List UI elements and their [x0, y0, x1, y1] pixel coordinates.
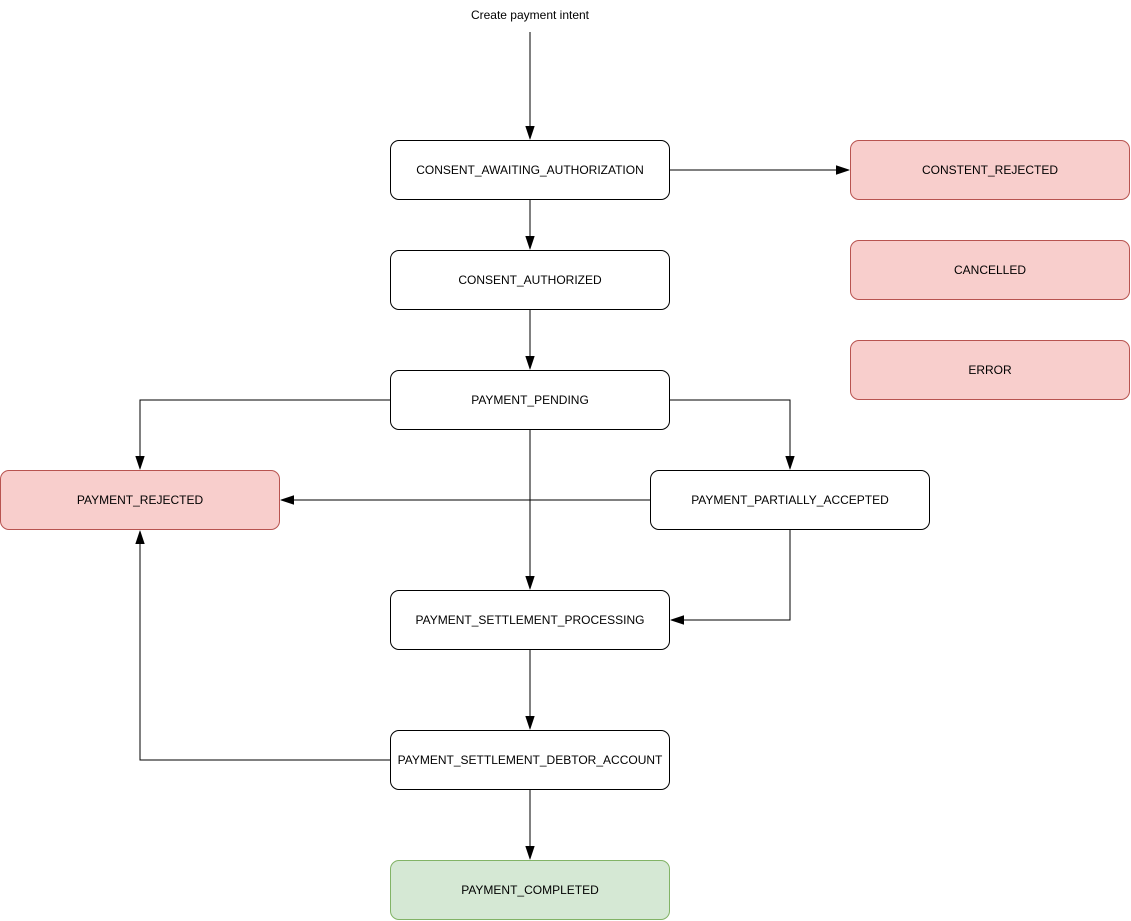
node-payment-settlement-debtor-account: PAYMENT_SETTLEMENT_DEBTOR_ACCOUNT — [390, 730, 670, 790]
create-payment-intent-label: Create payment intent — [470, 8, 590, 22]
node-payment-completed: PAYMENT_COMPLETED — [390, 860, 670, 920]
node-payment-pending: PAYMENT_PENDING — [390, 370, 670, 430]
node-constent-rejected: CONSTENT_REJECTED — [850, 140, 1130, 200]
node-payment-settlement-processing: PAYMENT_SETTLEMENT_PROCESSING — [390, 590, 670, 650]
edge-payment-pending-to-payment-partially-accepted — [670, 399, 790, 468]
node-payment-partially-accepted: PAYMENT_PARTIALLY_ACCEPTED — [650, 470, 930, 530]
node-error: ERROR — [850, 340, 1130, 400]
edge-payment-pending-to-payment-rejected — [140, 399, 390, 468]
node-payment-rejected: PAYMENT_REJECTED — [0, 470, 280, 530]
node-consent-authorized: CONSENT_AUTHORIZED — [390, 250, 670, 310]
edge-debtor-account-to-payment-rejected — [140, 532, 390, 761]
node-cancelled: CANCELLED — [850, 240, 1130, 300]
node-consent-awaiting-authorization: CONSENT_AWAITING_AUTHORIZATION — [390, 140, 670, 200]
edge-payment-partially-accepted-to-payment-settlement-processing — [672, 530, 791, 620]
